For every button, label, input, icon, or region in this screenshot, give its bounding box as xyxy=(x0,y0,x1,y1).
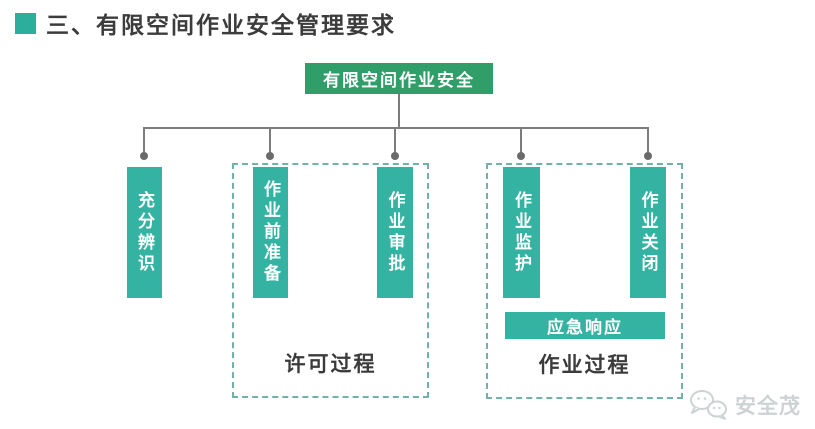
node-emergency-response: 应急响应 xyxy=(505,312,665,339)
group-label-operation-process: 作业过程 xyxy=(538,354,631,377)
node-work-monitoring: 作业监护 xyxy=(503,167,540,298)
connector-drop-2 xyxy=(269,128,271,154)
connector-dot-2 xyxy=(266,152,274,160)
connector-drop-4 xyxy=(520,128,522,154)
watermark: 安全茂 xyxy=(689,389,801,421)
group-permit-process: 许可过程 xyxy=(232,163,429,398)
connector-drop-3 xyxy=(394,128,396,154)
wechat-chat-bubbles-icon xyxy=(690,390,727,420)
connector-dot-5 xyxy=(644,152,652,160)
node-pre-work-preparation: 作业前准备 xyxy=(253,167,288,298)
connector-root-stem xyxy=(398,94,400,128)
connector-dot-4 xyxy=(517,152,525,160)
connector-drop-5 xyxy=(647,128,649,154)
page-header: 三、有限空间作业安全管理要求 xyxy=(15,6,396,40)
connector-dot-3 xyxy=(391,152,399,160)
watermark-text: 安全茂 xyxy=(735,395,801,418)
node-work-closure: 作业关闭 xyxy=(630,167,666,298)
connector-drop-1 xyxy=(143,128,145,154)
group-label-permit-process: 许可过程 xyxy=(284,353,377,376)
connector-horizontal-rail xyxy=(143,127,649,129)
page-title: 三、有限空间作业安全管理要求 xyxy=(46,12,396,38)
root-node: 有限空间作业安全 xyxy=(305,63,493,94)
node-fully-identify: 充分辨识 xyxy=(127,167,162,298)
group-operation-process: 作业过程 xyxy=(486,163,683,399)
connector-dot-1 xyxy=(140,152,148,160)
title-bullet-square xyxy=(15,12,36,34)
node-work-approval: 作业审批 xyxy=(377,167,413,298)
